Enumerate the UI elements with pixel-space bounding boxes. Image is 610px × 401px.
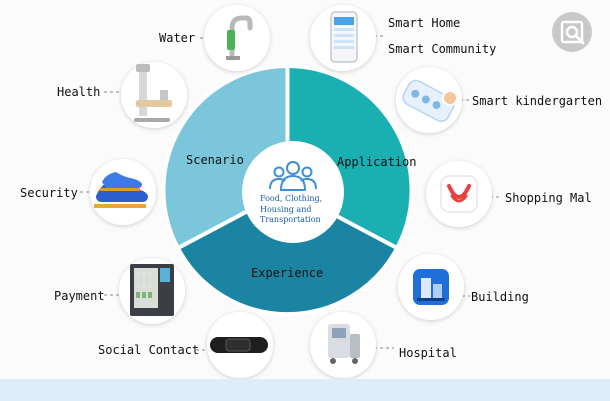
kindergarten-card-icon bbox=[396, 67, 462, 133]
smartphone-icon bbox=[310, 5, 376, 71]
wristband-icon bbox=[207, 312, 273, 378]
label-health: Health bbox=[57, 85, 101, 99]
zoom-icon bbox=[560, 20, 585, 45]
label-hospital: Hospital bbox=[399, 346, 457, 360]
segment-label-scenario: Scenario bbox=[186, 153, 244, 167]
label-shopping-mall: Shopping Mal bbox=[505, 191, 592, 205]
scale-icon bbox=[121, 62, 187, 128]
label-water: Water bbox=[159, 31, 196, 45]
label-payment: Payment bbox=[54, 289, 105, 303]
group-people-icon bbox=[269, 161, 317, 191]
building-app-icon bbox=[398, 254, 464, 320]
center-label: Food, Clothing, Housing and Transportati… bbox=[260, 194, 348, 226]
segment-label-experience: Experience bbox=[251, 266, 324, 280]
zoom-button[interactable] bbox=[552, 12, 592, 52]
label-building: Building bbox=[471, 290, 529, 304]
label-security: Security bbox=[20, 186, 78, 200]
label-smart-kindergarten: Smart kindergarten bbox=[472, 94, 603, 108]
medical-equipment-icon bbox=[310, 312, 376, 378]
shopping-app-icon bbox=[426, 161, 492, 227]
label-social-contact: Social Contact bbox=[98, 343, 200, 357]
center-label-line2: Housing and bbox=[260, 204, 312, 214]
center-circle bbox=[242, 141, 344, 243]
segment-experience bbox=[175, 187, 400, 317]
center-label-line1: Food, Clothing, bbox=[260, 194, 323, 203]
label-smart-community: Smart Community bbox=[388, 42, 497, 56]
center-label-line3: Transportation bbox=[260, 215, 321, 224]
vending-machine-icon bbox=[119, 258, 185, 324]
sneaker-icon bbox=[90, 159, 156, 225]
segment-label-application: Application bbox=[337, 155, 417, 169]
bottom-bar bbox=[0, 379, 610, 401]
faucet-icon bbox=[204, 5, 270, 71]
label-smart-home: Smart Home bbox=[388, 16, 461, 30]
